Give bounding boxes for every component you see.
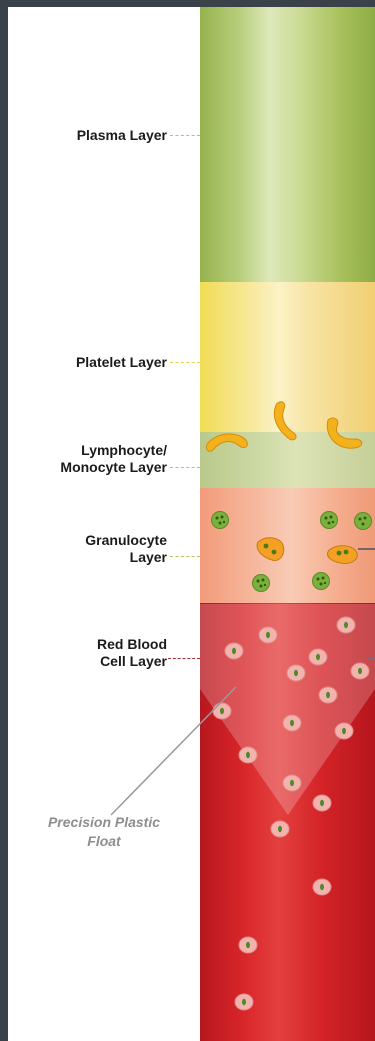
float-pointer-line (111, 687, 236, 815)
callout-lines (8, 7, 375, 1041)
diagram-frame: Plasma Layer Platelet Layer Lymphocyte/ … (8, 7, 375, 1041)
